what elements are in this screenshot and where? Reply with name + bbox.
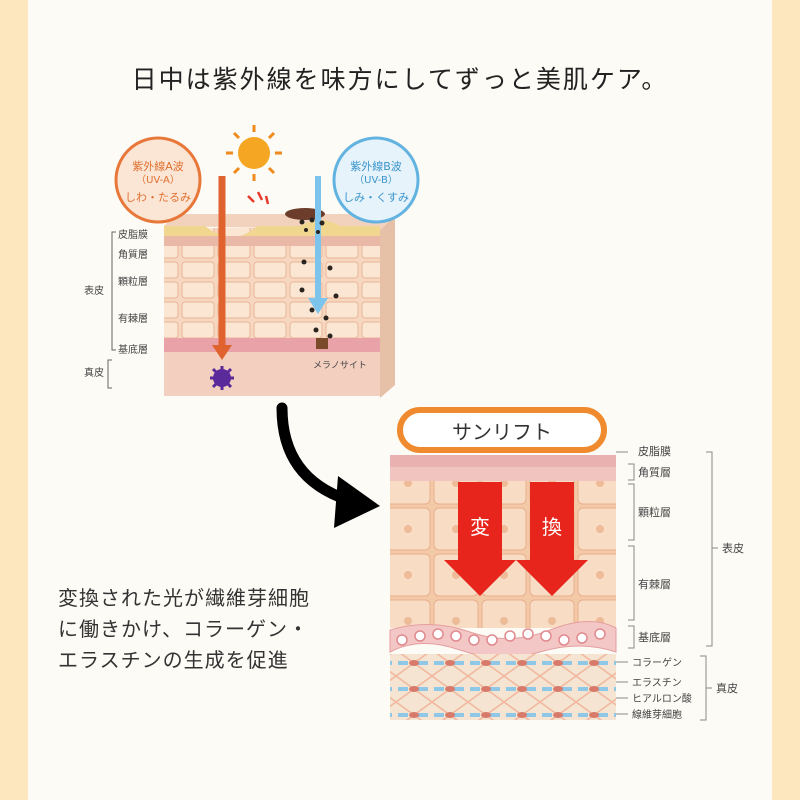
basal-layer xyxy=(164,338,380,352)
top-group-label-1: 真皮 xyxy=(84,366,104,379)
uvb-bubble: 紫外線B波 （UV-B） しみ・くすみ xyxy=(332,136,420,224)
stratum-corneum-bottom xyxy=(390,467,616,481)
description-caption: 変換された光が繊維芽細胞 に働きかけ、コラーゲン・ エラスチンの生成を促進 xyxy=(58,586,310,672)
dermis-label-1: エラスチン xyxy=(632,677,682,689)
headline: 日中は紫外線を味方にしてずっと美肌ケア。 xyxy=(131,65,669,94)
basal-layer-bottom xyxy=(389,620,617,658)
damage-burst-icon xyxy=(210,366,234,390)
basal-cells xyxy=(396,628,606,646)
top-layer-label-0: 皮脂膜 xyxy=(118,228,148,241)
epidermis-cells xyxy=(164,228,380,340)
arrow-char-0: 変 xyxy=(470,515,490,539)
curved-arrow-icon xyxy=(276,402,380,528)
skin-block-side xyxy=(380,215,395,398)
uvb-sub: （UV-B） xyxy=(354,174,398,186)
top-brackets xyxy=(107,231,116,389)
bottom-group-label-1: 真皮 xyxy=(716,681,738,695)
conversion-arrow-left xyxy=(444,482,516,596)
top-layer-label-2: 顆粒層 xyxy=(118,275,148,288)
dermis-label-3: 線維芽細胞 xyxy=(632,708,682,721)
bottom-layer-label-0: 皮脂膜 xyxy=(638,444,671,458)
uvb-effect: しみ・くすみ xyxy=(343,191,409,204)
uva-effect: しわ・たるみ xyxy=(125,191,191,204)
uva-bubble: 紫外線A波 （UV-A） しわ・たるみ xyxy=(114,136,202,224)
arrow-char-1: 換 xyxy=(542,515,562,539)
stratum-corneum xyxy=(164,236,380,246)
uva-arrowhead xyxy=(212,345,232,360)
sunlift-skin-diagram: 変 換 サンリフト 皮脂膜 角質層 顆粒層 有棘層 基底層 コラーゲン xyxy=(389,407,744,721)
top-layer-label-3: 有棘層 xyxy=(118,312,148,325)
dermis-label-2: ヒアルロン酸 xyxy=(632,692,692,705)
top-layer-label-1: 角質層 xyxy=(118,248,148,261)
brand-pill: サンリフト xyxy=(397,407,607,453)
uva-sub: （UV-A） xyxy=(136,174,180,186)
melanocyte-label: メラノサイト xyxy=(313,360,367,371)
bottom-layer-label-4: 基底層 xyxy=(638,630,671,644)
brand-label: サンリフト xyxy=(452,420,552,444)
uvb-arrowhead xyxy=(308,298,328,314)
sebum-layer xyxy=(164,220,380,237)
uva-title: 紫外線A波 xyxy=(132,159,184,173)
sun-icon xyxy=(226,125,282,205)
top-layer-label-4: 基底層 xyxy=(118,343,148,356)
bottom-layer-label-1: 角質層 xyxy=(638,465,671,479)
uvb-title: 紫外線B波 xyxy=(350,159,402,173)
bottom-leaders xyxy=(616,451,718,721)
bottom-layer-label-2: 顆粒層 xyxy=(638,505,671,519)
epidermis-cells-bottom xyxy=(390,480,616,628)
top-group-label-0: 表皮 xyxy=(84,284,104,297)
sebum-layer-bottom xyxy=(390,455,616,467)
melanocyte xyxy=(316,338,328,349)
bottom-layer-label-3: 有棘層 xyxy=(638,577,671,591)
uv-skin-diagram: メラノサイト 紫外線A波 （UV-A） しわ・たるみ 紫外線B波 （UV-B） … xyxy=(84,125,420,398)
dermis-fibers xyxy=(390,654,616,720)
melanin-cluster-icon xyxy=(299,217,339,339)
dermis-block xyxy=(164,352,380,396)
conversion-arrow-right xyxy=(516,482,588,596)
bottom-group-label-0: 表皮 xyxy=(722,541,744,555)
dermis-label-0: コラーゲン xyxy=(632,657,682,669)
